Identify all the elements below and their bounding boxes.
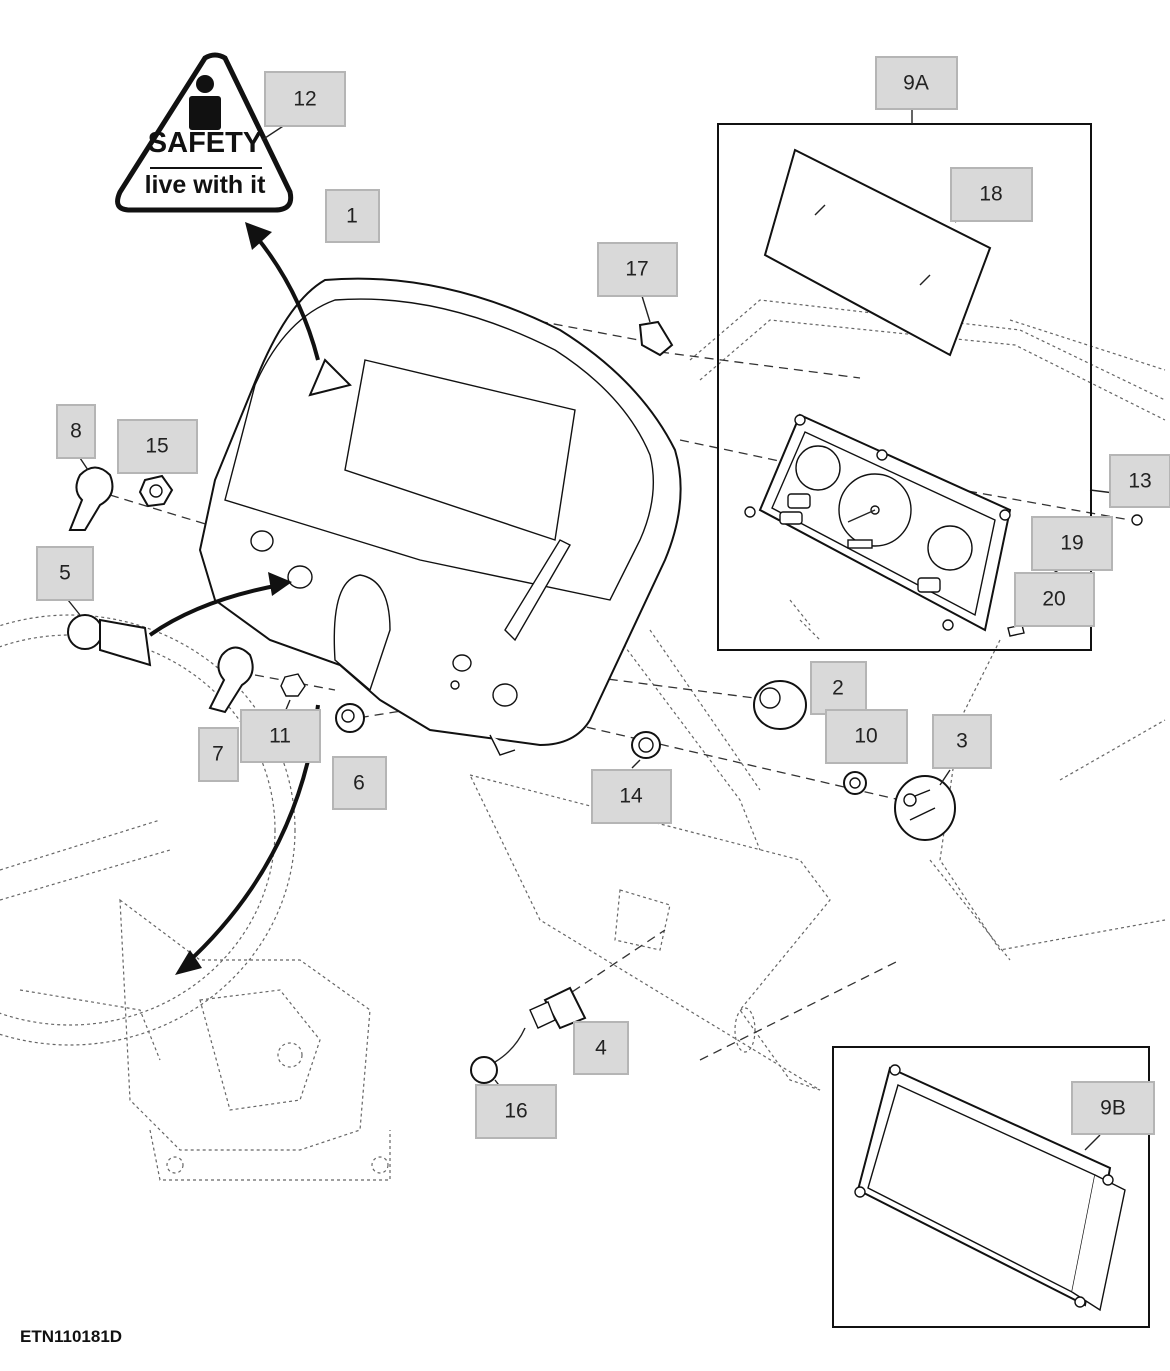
steering-base-outline bbox=[119, 898, 371, 1151]
callout-4: 4 bbox=[573, 1021, 629, 1075]
callout-7: 7 bbox=[198, 727, 239, 782]
steering-notch bbox=[333, 574, 391, 692]
callout-12: 12 bbox=[264, 71, 346, 127]
safety-decal-part-12: SAFETY live with it bbox=[115, 52, 301, 213]
svg-text:6: 6 bbox=[353, 772, 365, 795]
callout-20: 20 bbox=[1014, 572, 1095, 627]
svg-text:4: 4 bbox=[595, 1037, 607, 1060]
svg-text:10: 10 bbox=[854, 725, 877, 748]
dash-bezel-part-1 bbox=[198, 277, 682, 756]
svg-text:15: 15 bbox=[145, 435, 168, 458]
svg-text:9B: 9B bbox=[1100, 1097, 1126, 1120]
svg-text:17: 17 bbox=[625, 258, 648, 281]
callout-15: 15 bbox=[117, 419, 198, 474]
callout-8: 8 bbox=[56, 404, 96, 459]
callout-17: 17 bbox=[597, 242, 678, 297]
callout-11: 11 bbox=[240, 709, 321, 763]
svg-text:9A: 9A bbox=[903, 72, 929, 95]
clip-part-17 bbox=[638, 320, 674, 357]
callout-10: 10 bbox=[825, 709, 908, 764]
arrow-head-decal bbox=[245, 222, 272, 250]
svg-text:20: 20 bbox=[1042, 588, 1065, 611]
screw-part-13 bbox=[1131, 514, 1143, 526]
callout-5: 5 bbox=[36, 546, 94, 601]
svg-text:2: 2 bbox=[832, 677, 844, 700]
inset-9a bbox=[717, 110, 1092, 651]
lower-panel-outline bbox=[468, 774, 831, 1091]
svg-text:16: 16 bbox=[504, 1100, 527, 1123]
gauge-right bbox=[927, 525, 973, 571]
svg-text:18: 18 bbox=[979, 183, 1002, 206]
decal-line2: live with it bbox=[145, 171, 267, 199]
steering-wheel-outline bbox=[0, 614, 296, 1046]
gauge-part-3 bbox=[894, 775, 956, 841]
socket-part-2 bbox=[753, 680, 807, 730]
warning-triangle-mark bbox=[308, 358, 352, 397]
knob-part-7 bbox=[208, 646, 254, 714]
callout-19: 19 bbox=[1031, 516, 1113, 571]
svg-text:14: 14 bbox=[619, 785, 643, 808]
callout-13: 13 bbox=[1109, 454, 1170, 508]
svg-text:3: 3 bbox=[956, 730, 968, 753]
callout-1: 1 bbox=[325, 189, 380, 243]
svg-text:11: 11 bbox=[269, 725, 291, 748]
display-window bbox=[344, 359, 576, 541]
gauge-left bbox=[795, 445, 841, 491]
inset-9b bbox=[832, 1046, 1150, 1328]
key-tag-part-16 bbox=[470, 1056, 498, 1084]
callout-18: 18 bbox=[950, 167, 1033, 222]
decal-line1: SAFETY bbox=[148, 127, 262, 159]
knob-part-8 bbox=[68, 466, 114, 531]
callout-labels: 12 1 9A 18 17 8 15 5 13 19 20 2 10 3 7 1… bbox=[36, 56, 1170, 1139]
small-parts bbox=[67, 295, 1143, 1094]
svg-text:5: 5 bbox=[59, 562, 71, 585]
arrow-to-decal bbox=[253, 233, 320, 361]
lever-slot bbox=[504, 539, 571, 642]
lens-part-18 bbox=[763, 148, 992, 357]
svg-text:1: 1 bbox=[346, 205, 358, 228]
svg-text:13: 13 bbox=[1128, 470, 1151, 493]
callout-6: 6 bbox=[332, 756, 387, 810]
arrow-to-bezel bbox=[148, 583, 281, 637]
svg-text:7: 7 bbox=[212, 743, 224, 766]
callout-16: 16 bbox=[475, 1084, 557, 1139]
nut-part-11 bbox=[280, 673, 306, 697]
callout-2: 2 bbox=[810, 661, 867, 715]
callout-3: 3 bbox=[932, 714, 992, 769]
callout-9b: 9B bbox=[1071, 1081, 1155, 1135]
svg-text:19: 19 bbox=[1060, 532, 1083, 555]
switch-part-5 bbox=[67, 614, 103, 650]
svg-text:8: 8 bbox=[70, 420, 82, 443]
svg-text:12: 12 bbox=[293, 88, 316, 111]
callout-9a: 9A bbox=[875, 56, 958, 110]
arrow-head-base bbox=[175, 950, 202, 975]
figure-id: ETN110181D bbox=[20, 1327, 123, 1346]
arrow-head-bezel bbox=[268, 572, 292, 596]
callout-14: 14 bbox=[591, 769, 672, 824]
